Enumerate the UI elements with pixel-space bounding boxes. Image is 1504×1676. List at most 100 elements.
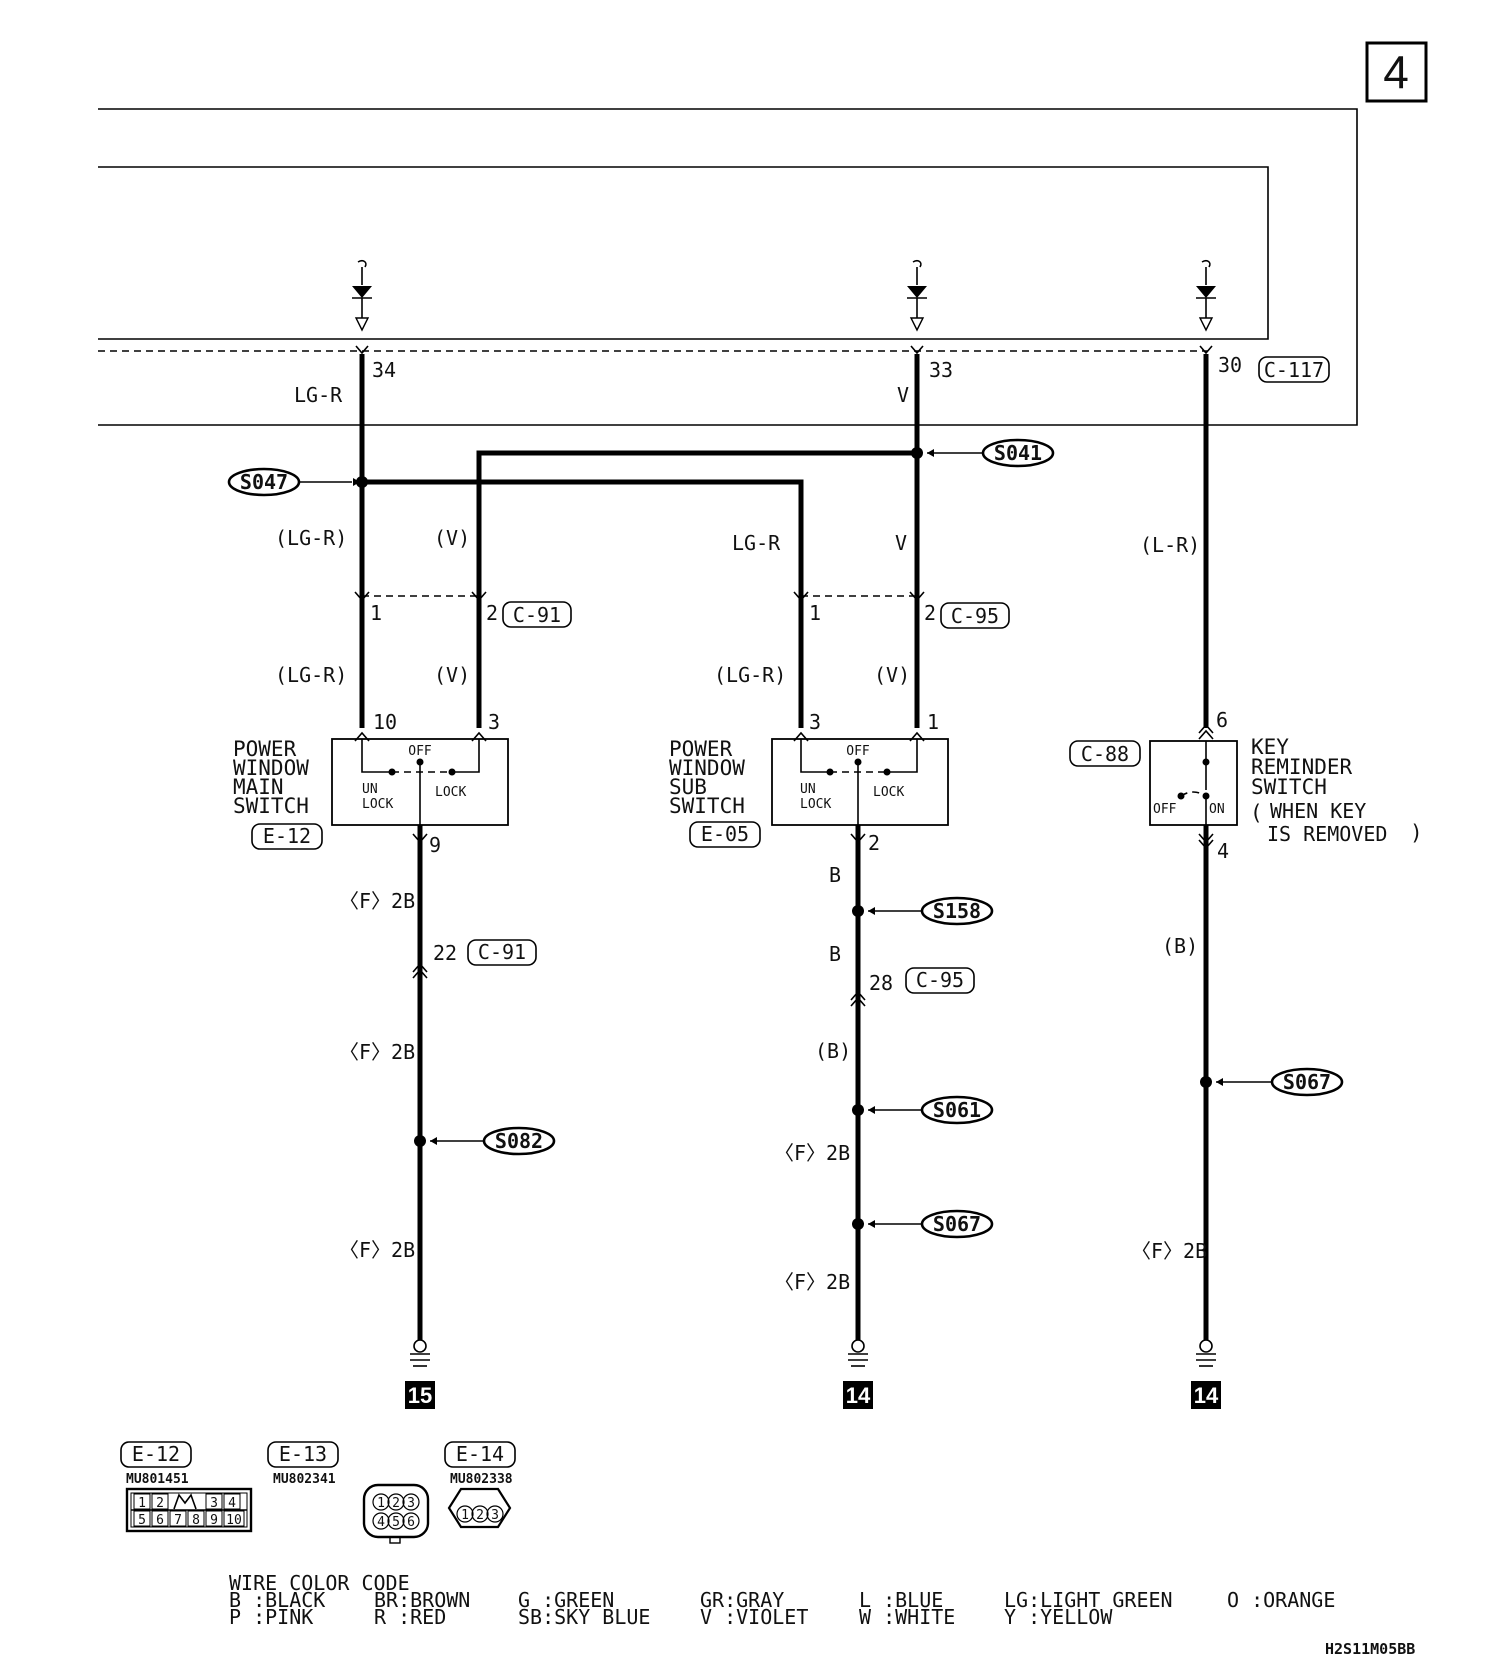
- c91-pin-2: 2: [486, 601, 498, 625]
- splice-tag-s067-key: S067: [1216, 1067, 1344, 1097]
- splice-dot-s047: [356, 476, 368, 488]
- svg-text:SWITCH: SWITCH: [1251, 775, 1327, 799]
- main-switch-pin-10: 10: [373, 710, 397, 734]
- svg-text:): ): [1410, 821, 1423, 845]
- wire-label-f2b-3: 〈F〉2B: [339, 1238, 415, 1262]
- svg-text:SWITCH: SWITCH: [669, 794, 745, 818]
- svg-text:14: 14: [846, 1383, 871, 1408]
- svg-text:E-12: E-12: [132, 1442, 180, 1466]
- svg-text:P :PINK: P :PINK: [229, 1605, 313, 1629]
- splice-dot-s158: [852, 905, 864, 917]
- svg-text:2: 2: [476, 1508, 484, 1523]
- svg-text:S158: S158: [933, 899, 981, 923]
- splice-dot-s067-key: [1200, 1076, 1212, 1088]
- svg-text:14: 14: [1194, 1383, 1219, 1408]
- ground-symbol-2: [848, 1339, 868, 1367]
- diode-symbol-col2: [907, 260, 927, 332]
- svg-text:3: 3: [491, 1508, 499, 1523]
- svg-text:KEY: KEY: [1251, 735, 1289, 759]
- key-switch-title: KEY REMINDER SWITCH ( WHEN KEY IS REMOVE…: [1250, 735, 1423, 846]
- svg-text:E-12: E-12: [263, 824, 311, 848]
- splice-dot-s067-sub: [852, 1218, 864, 1230]
- inner-unit-frame: [98, 166, 1269, 340]
- wire-label-f2b-4: 〈F〉2B: [774, 1141, 850, 1165]
- svg-text:1: 1: [377, 1496, 385, 1511]
- svg-text:6: 6: [156, 1513, 164, 1528]
- c95-pin-1: 1: [809, 601, 821, 625]
- connector-tag-e05: E-05: [689, 821, 761, 848]
- wire-label-lgr-1: LG-R: [732, 531, 781, 555]
- svg-text:GR:GRAY: GR:GRAY: [700, 1588, 784, 1612]
- main-switch-title: POWER WINDOW MAIN SWITCH: [233, 737, 309, 818]
- svg-text:S082: S082: [495, 1129, 543, 1153]
- svg-text:LOCK: LOCK: [362, 797, 393, 812]
- page-number-box: 4: [1365, 41, 1428, 103]
- key-switch-pin-4: 4: [1217, 839, 1229, 863]
- svg-text:S047: S047: [240, 470, 288, 494]
- wire-label-f2b-6: 〈F〉2B: [1131, 1239, 1207, 1263]
- svg-text:E-05: E-05: [701, 822, 749, 846]
- connector-tag-c95: C-95: [940, 602, 1010, 629]
- svg-text:POWER: POWER: [669, 737, 733, 761]
- svg-text:C-91: C-91: [478, 940, 526, 964]
- splice-tag-s067-sub: S067: [868, 1209, 994, 1239]
- sub-switch-pin-1: 1: [927, 710, 939, 734]
- svg-text:(: (: [1250, 801, 1263, 825]
- c95-pin-28: 28: [869, 971, 893, 995]
- wire-label-lr-paren: (L-R): [1140, 533, 1200, 557]
- svg-text:OFF: OFF: [408, 744, 432, 759]
- power-window-sub-switch: OFF UN LOCK LOCK: [771, 738, 949, 826]
- connector-tag-c91: C-91: [502, 601, 572, 628]
- svg-text:R :RED: R :RED: [374, 1605, 446, 1629]
- wire-label-f2b-1: 〈F〉2B: [339, 889, 415, 913]
- svg-text:1: 1: [461, 1508, 469, 1523]
- svg-text:5: 5: [138, 1513, 146, 1528]
- svg-text:LOCK: LOCK: [435, 785, 466, 800]
- svg-text:L :BLUE: L :BLUE: [859, 1588, 943, 1612]
- svg-text:W :WHITE: W :WHITE: [859, 1605, 955, 1629]
- splice-tag-s047: S047: [227, 467, 360, 497]
- footer-code: H2S11M05BB: [1325, 1640, 1415, 1658]
- svg-text:V :VIOLET: V :VIOLET: [700, 1605, 808, 1629]
- sub-switch-pin-2: 2: [868, 831, 880, 855]
- svg-text:POWER: POWER: [233, 737, 297, 761]
- wire-label-lgr-paren-3: (LG-R): [714, 663, 786, 687]
- c95-pin-2: 2: [924, 601, 936, 625]
- svg-text:2: 2: [392, 1496, 400, 1511]
- ground-number-14a: 14: [843, 1381, 873, 1409]
- diode-symbol-col3: [1196, 260, 1216, 332]
- splice-dot-s041: [911, 447, 923, 459]
- svg-text:3: 3: [210, 1496, 218, 1511]
- connector-tag-c91-lower: C-91: [467, 939, 537, 966]
- svg-text:C-95: C-95: [916, 968, 964, 992]
- svg-text:E-13: E-13: [279, 1442, 327, 1466]
- svg-text:BR:BROWN: BR:BROWN: [374, 1588, 470, 1612]
- svg-text:WINDOW: WINDOW: [669, 756, 745, 780]
- svg-text:WINDOW: WINDOW: [233, 756, 309, 780]
- svg-text:MU801451: MU801451: [126, 1472, 189, 1487]
- wire-lgr-to-sub: [362, 479, 804, 728]
- connector-view-e13: E-13 MU802341 1 2 3 4 5 6: [267, 1441, 430, 1544]
- svg-text:IS REMOVED: IS REMOVED: [1267, 822, 1387, 846]
- splice-tag-s061: S061: [868, 1095, 994, 1125]
- ground-number-15: 15: [405, 1381, 435, 1409]
- wire-label-f2b-5: 〈F〉2B: [774, 1270, 850, 1294]
- svg-text:SWITCH: SWITCH: [233, 794, 309, 818]
- connector-view-e14: E-14 MU802338 1 2 3: [444, 1441, 516, 1529]
- svg-text:OFF: OFF: [846, 744, 870, 759]
- svg-text:10: 10: [226, 1513, 242, 1528]
- sub-switch-title: POWER WINDOW SUB SWITCH: [669, 737, 745, 818]
- svg-text:S067: S067: [1283, 1070, 1331, 1094]
- svg-text:S061: S061: [933, 1098, 981, 1122]
- svg-text:ON: ON: [1209, 802, 1225, 817]
- svg-text:OFF: OFF: [1153, 802, 1177, 817]
- c91-pin-1: 1: [370, 601, 382, 625]
- svg-text:SB:SKY BLUE: SB:SKY BLUE: [518, 1605, 650, 1629]
- svg-text:LOCK: LOCK: [800, 797, 831, 812]
- c117-pin-30: 30: [1218, 353, 1242, 377]
- svg-text:E-14: E-14: [456, 1442, 504, 1466]
- svg-text:S067: S067: [933, 1212, 981, 1236]
- svg-text:1: 1: [138, 1496, 146, 1511]
- svg-text:8: 8: [192, 1513, 200, 1528]
- wire-label-f2b-2: 〈F〉2B: [339, 1040, 415, 1064]
